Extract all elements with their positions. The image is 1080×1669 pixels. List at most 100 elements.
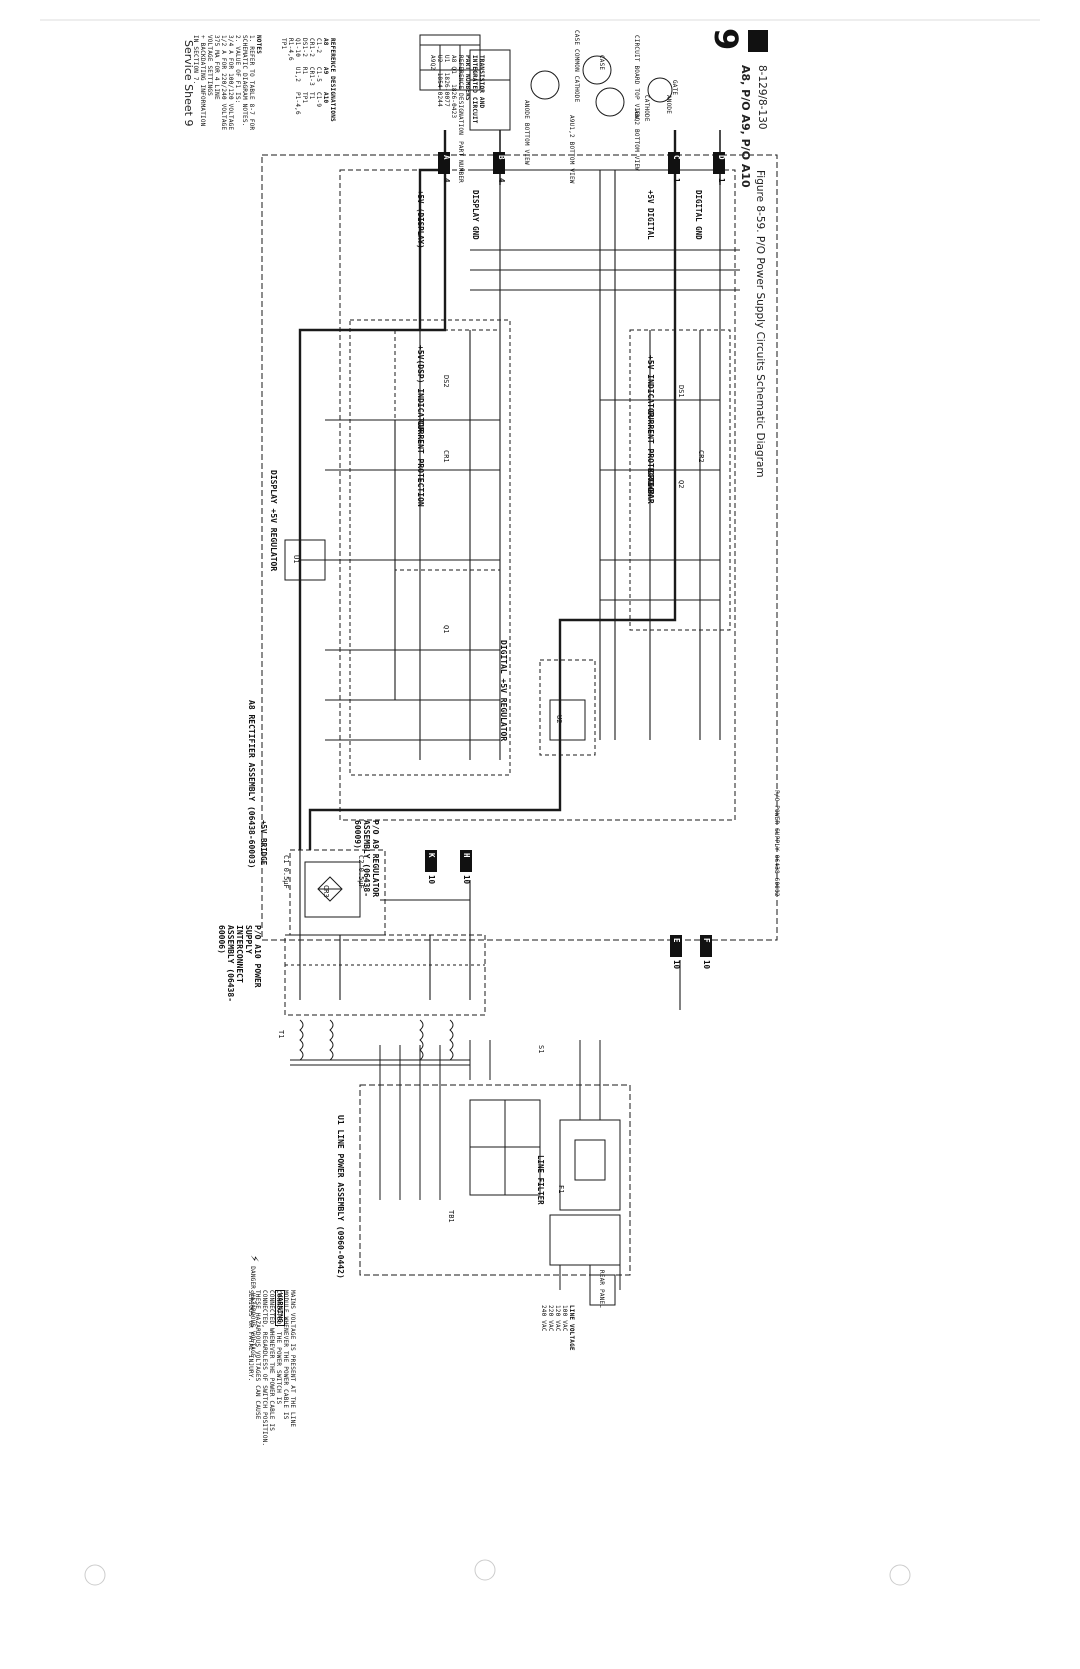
u1-label: U1 [292,555,300,564]
t1-label: T1 [277,1030,285,1039]
warning-line: CONNECTED. THE POWER SWITCH IS [275,1290,282,1405]
warning-line: THESE HAZARDOUS VOLTAGES CAN CAUSE [254,1290,261,1420]
transistor-cell: 1826-0423 [450,84,457,119]
ref-col-header: A10 [322,91,329,104]
ref-cell: R1 [301,66,308,75]
bridge-label: +5V BRIDGE [259,820,268,866]
q2-label: Q2 [677,480,685,489]
ref-cell: Q1-10 [294,38,301,58]
ds1-label: DS1 [677,385,685,398]
pinout-gate: GATE [671,80,678,96]
figure-number: 8-129/8-130 [756,65,768,130]
ref-designations-table: REFERENCE DESIGNATIONS A8 C1-2 CR1-2 DS1… [280,38,336,122]
pinout-anode: ANODE [665,95,672,115]
ref-cell: CR1-3 [308,66,315,86]
connector-b: B [497,155,506,160]
warning-line: CONNECTED, REGARDLESS OF SWITCH POSITION… [261,1290,268,1447]
cr1-label: CR1 [442,450,450,463]
connector-d-sheet: 1 [717,178,726,183]
figure-caption: Figure 8-59. P/O Power Supply Circuits S… [754,170,766,478]
warning-line: CONNECTED WHENEVER THE POWER CABLE IS [268,1290,275,1432]
connector-a-sheet: 4 [442,178,451,183]
connector-d: D [717,155,726,160]
transistor-col-header: REFERENCE DESIGNATION [457,55,464,136]
notes-line: 3/4 A FOR 100/120 VOLTAGE [227,35,234,131]
output-disp-gnd-label: DISPLAY GND [471,190,480,240]
c1-label: C1 0.5µF [282,855,290,889]
ref-col-header: A9 [322,66,329,75]
s1-label: S1 [537,1045,545,1054]
ref-cell: C1-2 [315,38,322,54]
pinout-u1u2: A9U1,2 BOTTOM VIEW [568,115,575,184]
rear-panel-label: REAR PANEL [598,1270,605,1309]
connector-f: F [702,938,711,943]
digital-regulator-label: DIGITAL +5V REGULATOR [499,640,508,742]
transistor-cell: A8 Q1 [450,55,457,75]
connector-f-sheet: 10 [702,960,711,970]
warning-line: MODULE WHENEVER THE POWER CABLE IS [282,1290,289,1420]
transistor-cell: 1854-0244 [436,72,443,107]
connector-h: H [462,853,471,858]
ref-cell: R1-4,6 [287,38,294,61]
lightning-icon: ⚡ [248,1255,262,1263]
q1-label: Q1 [442,625,450,634]
connector-c: C [672,155,681,160]
crowbar-label: CROWBAR [646,470,655,504]
cr3-label: CR3 [322,885,330,898]
ref-cell: CR1-2 [308,38,315,58]
display-regulator-label: DISPLAY +5V REGULATOR [269,470,278,572]
notes-block: NOTES 1. REFER TO TABLE 8-7 FOR SCHEMATI… [192,35,262,130]
border-footnote: P/O POWER SUPPLY 06438-60002 [773,790,780,897]
ref-cell: DS1-2 [301,38,308,58]
transistor-col-header: PART NUMBER [457,141,464,183]
connector-k: K [427,853,436,858]
line-voltage-row: 240 VAC [540,1305,547,1332]
transistor-cell: U2 [436,55,443,63]
notes-line: 2. VALUE OF F1 IS: [234,35,241,104]
pinout-cathode: CATHODE [643,95,650,122]
line-filter-label: LINE FILTER [536,1155,545,1205]
connector-c-sheet: 1 [672,178,681,183]
pinout-circuit-top: CIRCUIT BOARD TOP VIEW [633,35,640,119]
c2-label: C2 0.5µF [357,855,365,889]
notes-line: VOLTAGE SETTINGS [206,35,213,96]
line-voltage-title: LINE VOLTAGE [568,1305,575,1351]
output-disp-label: +5V (DISPLAY) [416,190,425,249]
notes-title: NOTES [255,35,262,55]
pinout-case: CASE [598,55,605,71]
notes-line: 1/2 A FOR 220/240 VOLTAGE [220,35,227,131]
output-dig-label: +5V DIGITAL [646,190,655,240]
current-protection-label-1: CURRENT PROTECTION [416,420,425,507]
line-voltage-row: 220 VAC [547,1305,554,1332]
connector-a: A [442,155,451,160]
ref-cell: U1,2 [294,66,301,83]
ref-cell: TP1 [301,91,308,104]
ref-cell: C1-9 [315,91,322,108]
f1-label: F1 [557,1185,565,1194]
pinout-case-cathode: CASE COMMON CATHODE [573,30,580,103]
connector-e: E [672,938,681,943]
interconnect-assembly-label: P/O A10 POWER SUPPLY INTERCONNECT ASSEMB… [217,925,262,1003]
ref-cell: T1 [308,91,315,100]
warning-line: SERIOUS OR FATAL INJURY. [247,1290,254,1382]
ds2-label: DS2 [442,375,450,388]
output-dig-gnd-label: DIGITAL GND [694,190,703,240]
transistor-table-title: TRANSISTOR AND INTEGRATED CIRCUIT PART N… [464,55,485,124]
board-boundary [261,154,778,941]
connector-k-sheet: 10 [427,875,436,885]
pinout-anode-bottom: ANODE BOTTOM VIEW [523,100,530,165]
notes-line: SCHEMATIC DIAGRAM NOTES. [241,35,248,127]
line-power-assembly-label: U1 LINE POWER ASSEMBLY (0960-0442) [336,1115,345,1279]
board-title: A8, P/O A9, P/O A10 [739,65,752,188]
ref-col-header: A8 [322,38,329,46]
warning-text: MAINS VOLTAGE IS PRESENT AT THE LINE MOD… [247,1290,296,1446]
warning-line: MAINS VOLTAGE IS PRESENT AT THE LINE [289,1290,296,1428]
transistor-cell: 1826-0077 [443,72,450,107]
notes-line: 1. REFER TO TABLE 8-7 FOR [248,35,255,131]
u2-label: U2 [555,715,563,724]
ref-cell: P1-4,6 [294,91,301,115]
connector-h-sheet: 10 [462,875,471,885]
notes-line: IN SECTION 7. [192,35,199,85]
